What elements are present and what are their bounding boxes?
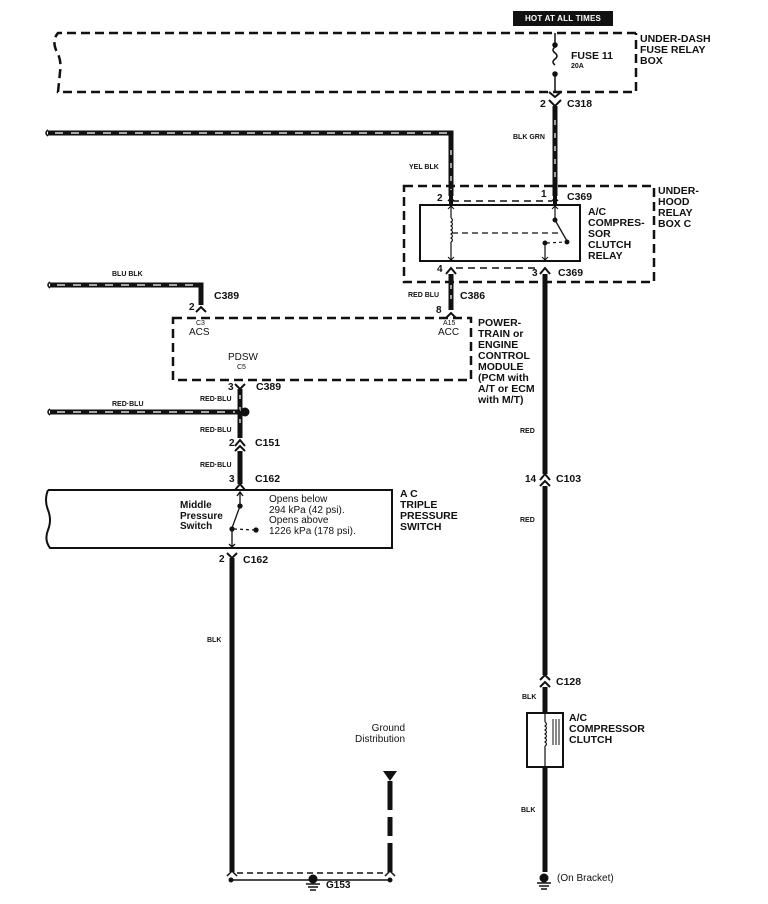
c151-label: C151 [255, 437, 281, 449]
connector-c369-bottom [445, 266, 551, 275]
c318-pin: 2 [540, 98, 546, 110]
wire-red [539, 274, 551, 713]
c369-pin-2: 2 [437, 193, 443, 204]
wire-label-blk-switch: BLK [207, 637, 222, 644]
pressure-switch-note: Opens below 294 kPa (42 psi). Opens abov… [269, 494, 356, 537]
wire-label-red-blu-c386: RED BLU [408, 292, 440, 299]
compressor-clutch-icon [526, 712, 564, 768]
c162-bottom-label: C162 [243, 554, 269, 566]
c128-label: C128 [556, 676, 582, 688]
ground-g153-label: G153 [326, 880, 351, 891]
wire-label-blu-blk: BLU BLK [112, 271, 143, 278]
fuse-relay-box-label: UNDER-DASH FUSE RELAY BOX [640, 33, 711, 68]
c386-label: C386 [460, 290, 486, 302]
pcm-label: POWER- TRAIN or ENGINE CONTROL MODULE (P… [478, 317, 535, 407]
pcm-acc-pin: A15 [443, 320, 456, 327]
fuse-rating: 20A [571, 63, 584, 70]
c369-top-label: C369 [567, 191, 593, 203]
wire-label-red-2: RED [520, 517, 535, 524]
wire-blu-blk [47, 281, 207, 313]
ground-distribution-wire [383, 771, 397, 872]
pcm-pdsw-label: PDSW [228, 352, 258, 363]
middle-pressure-switch-label: Middle Pressure Switch [180, 500, 223, 532]
c369-pin-4: 4 [437, 264, 443, 275]
c389-bottom-pin: 3 [228, 382, 234, 393]
pcm-pdsw-pin: C5 [237, 364, 246, 371]
fuse-relay-box-outline [53, 31, 638, 94]
wire-label-red-blu-2: RED·BLU [200, 427, 232, 434]
relay-icon [419, 196, 581, 262]
c386-pin: 8 [436, 305, 442, 316]
c369-pin-1: 1 [541, 189, 547, 200]
wire-label-blk-grn: BLK GRN [513, 134, 545, 141]
c369-bottom-label: C369 [558, 267, 584, 279]
c318-label: C318 [567, 98, 593, 110]
pcm-acs-label: ACS [189, 327, 210, 338]
relay-box-outline [402, 184, 656, 284]
ground-bracket-label: (On Bracket) [557, 873, 614, 884]
wire-label-blk-clutch-bottom: BLK [521, 807, 536, 814]
ground-g153-icon [306, 874, 320, 891]
c151-pin: 2 [229, 438, 235, 449]
wire-label-red-blu-3: RED·BLU [200, 462, 232, 469]
pressure-switch-box [45, 489, 393, 549]
wire-label-red-1: RED [520, 428, 535, 435]
wire-blk-switch [226, 552, 238, 872]
wire-label-red-blu-1: RED·BLU [200, 396, 232, 403]
c389-bottom-label: C389 [256, 381, 282, 393]
wire-red-blu-c386 [445, 274, 457, 319]
pressure-switch-label: A C TRIPLE PRESSURE SWITCH [400, 488, 458, 534]
connector-c318 [548, 91, 562, 108]
c162-top-label: C162 [255, 473, 281, 485]
pcm-box-outline [171, 316, 473, 382]
ground-on-bracket-icon [537, 873, 551, 890]
c103-label: C103 [556, 473, 582, 485]
compressor-clutch-label: A/C COMPRESSOR CLUTCH [569, 712, 645, 747]
c389-top-pin: 2 [189, 302, 195, 313]
wire-label-blk-clutch-top: BLK [522, 694, 537, 701]
ground-distribution-label: Ground Distribution [355, 723, 406, 745]
fuse-icon [552, 33, 558, 92]
c369-pin-3: 3 [532, 268, 538, 279]
hot-at-all-times-label: HOT AT ALL TIMES [513, 11, 613, 26]
relay-box-label: UNDER- HOOD RELAY BOX C [658, 185, 699, 231]
wire-label-red-blu-branch: RED·BLU [112, 401, 144, 408]
c162-top-pin: 3 [229, 474, 235, 485]
relay-label: A/C COMPRES- SOR CLUTCH RELAY [588, 206, 645, 263]
wire-label-yel-blk: YEL BLK [409, 164, 439, 171]
c389-top-label: C389 [214, 290, 240, 302]
pcm-acc-label: ACC [438, 327, 460, 338]
pcm-acs-pin: C3 [196, 320, 205, 327]
fuse-label: FUSE 11 [571, 50, 614, 62]
c103-pin: 14 [525, 474, 537, 485]
c162-bottom-pin: 2 [219, 554, 225, 565]
wire-red-blu-column [234, 383, 250, 491]
wire-red-blu-branch [47, 408, 240, 416]
wire-yel-blk [45, 129, 454, 196]
middle-pressure-switch-icon [228, 490, 259, 548]
